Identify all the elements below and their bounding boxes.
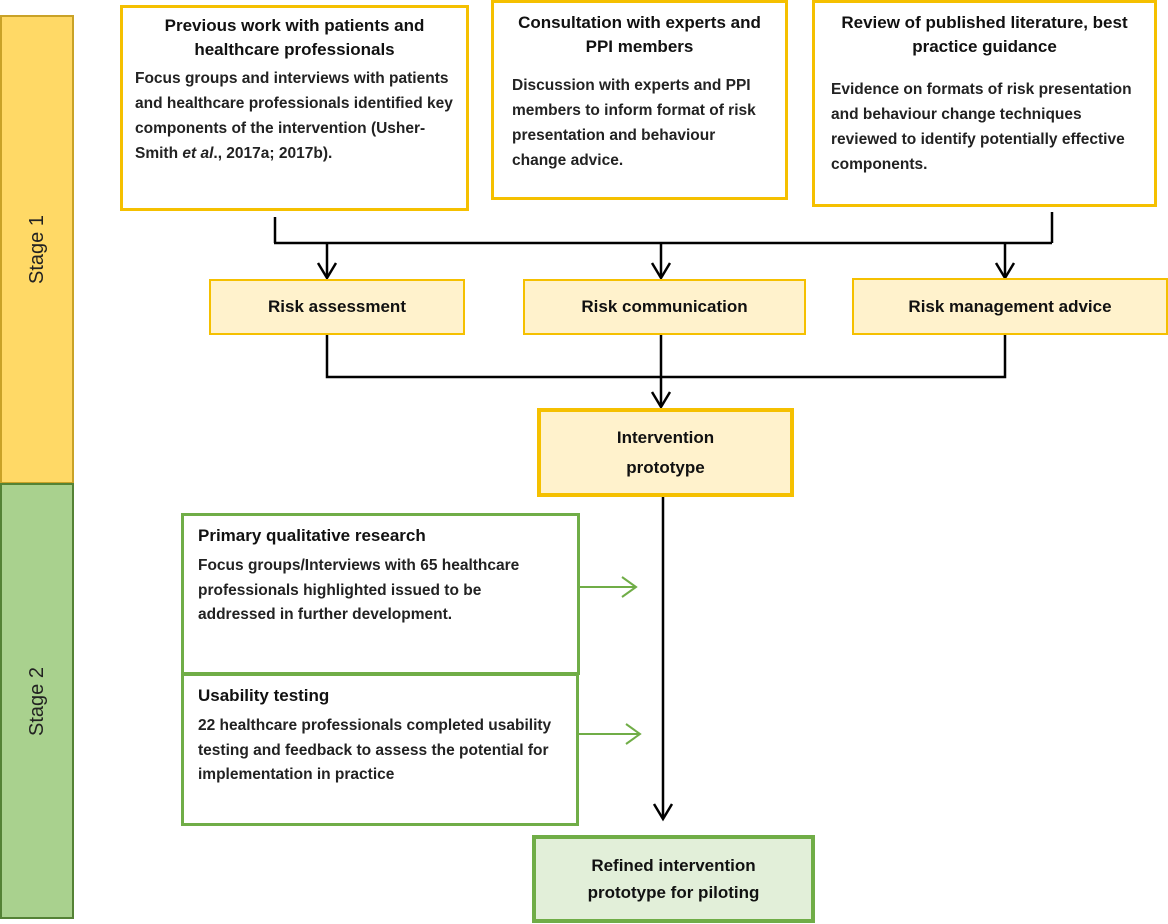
connector-from-risk-assessment bbox=[325, 333, 1007, 379]
source-consultation-title: Consultation with experts and PPI member… bbox=[518, 13, 761, 56]
prototype-line-2: prototype bbox=[626, 457, 705, 477]
source-previous-work-box: Previous work with patients and healthca… bbox=[120, 5, 469, 211]
source-literature-body: Evidence on formats of risk presentation… bbox=[831, 81, 1132, 173]
risk-management-advice-box: Risk management advice bbox=[852, 278, 1168, 335]
source-literature-box: Review of published literature, best pra… bbox=[812, 0, 1157, 207]
arrowhead-prototype bbox=[650, 391, 672, 410]
risk-communication-label: Risk communication bbox=[581, 297, 748, 316]
usability-testing-title: Usability testing bbox=[198, 686, 330, 705]
prototype-line-1: Intervention bbox=[616, 427, 715, 447]
source-consultation-body: Discussion with experts and PPI members … bbox=[512, 77, 756, 169]
usability-testing-body: 22 healthcare professionals completed us… bbox=[198, 717, 552, 783]
risk-management-advice-label: Risk management advice bbox=[908, 296, 1112, 316]
primary-qualitative-research-box: Primary qualitative research Focus group… bbox=[181, 513, 580, 675]
stage-2-band: Stage 2 bbox=[0, 483, 74, 919]
source-consultation-box: Consultation with experts and PPI member… bbox=[491, 0, 788, 200]
source-literature-title: Review of published literature, best pra… bbox=[841, 13, 1128, 56]
risk-communication-box: Risk communication bbox=[523, 279, 806, 335]
stage-1-band: Stage 1 bbox=[0, 15, 74, 484]
arrowhead-risk-communication bbox=[650, 262, 672, 281]
arrowhead-risk-assessment bbox=[316, 262, 338, 281]
primary-qualitative-research-title: Primary qualitative research bbox=[198, 526, 426, 545]
green-arrow-usability bbox=[577, 723, 642, 745]
intervention-prototype-box: Intervention prototype bbox=[537, 408, 794, 497]
arrowhead-final bbox=[652, 803, 674, 822]
source-previous-work-body: Focus groups and interviews with patient… bbox=[135, 70, 453, 162]
usability-testing-box: Usability testing 22 healthcare professi… bbox=[181, 673, 579, 826]
risk-assessment-label: Risk assessment bbox=[268, 297, 406, 316]
source-previous-work-title: Previous work with patients and healthca… bbox=[164, 16, 425, 59]
risk-assessment-box: Risk assessment bbox=[209, 279, 465, 335]
primary-qualitative-research-body: Focus groups/Interviews with 65 healthca… bbox=[198, 557, 520, 623]
final-line-1: Refined intervention bbox=[591, 856, 756, 875]
refined-prototype-box: Refined intervention prototype for pilot… bbox=[532, 835, 815, 923]
green-arrow-qualitative bbox=[575, 576, 638, 598]
final-line-2: prototype for piloting bbox=[587, 883, 760, 902]
